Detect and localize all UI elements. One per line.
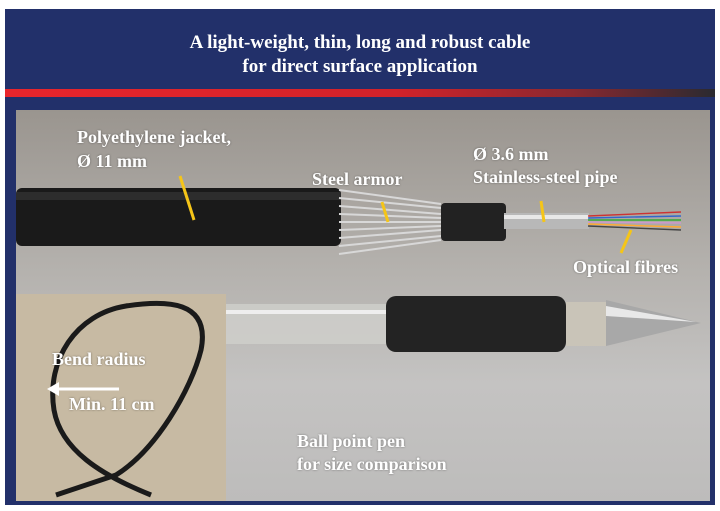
label-bend-line2: Min. 11 cm bbox=[69, 394, 155, 414]
inner-jacket bbox=[441, 203, 506, 241]
polyethylene-jacket bbox=[16, 188, 341, 246]
label-armor: Steel armor bbox=[312, 169, 403, 189]
label-pen-line2: for size comparison bbox=[297, 454, 447, 474]
optical-fibres bbox=[587, 211, 682, 231]
label-jacket-line1: Polyethylene jacket, bbox=[77, 127, 231, 147]
steel-armor bbox=[338, 189, 442, 255]
label-jacket-line2: Ø 11 mm bbox=[77, 151, 147, 171]
arrow-left-icon bbox=[47, 382, 119, 396]
pen-grip bbox=[386, 296, 566, 352]
bent-cable bbox=[50, 300, 205, 498]
label-pipe-line2: Stainless-steel pipe bbox=[473, 167, 618, 187]
label-fibres: Optical fibres bbox=[573, 257, 679, 277]
label-bend-line1: Bend radius bbox=[52, 349, 146, 369]
leader-lines bbox=[178, 175, 633, 254]
cable-photo: Polyethylene jacket, Ø 11 mm Steel armor… bbox=[16, 110, 710, 501]
slide: A light-weight, thin, long and robust ca… bbox=[5, 9, 715, 505]
slide-title-line1: A light-weight, thin, long and robust ca… bbox=[189, 32, 531, 53]
pen-tip bbox=[606, 300, 701, 346]
cable-illustration bbox=[16, 175, 701, 501]
red-stripe-divider bbox=[5, 89, 715, 97]
slide-title-line2: for direct surface application bbox=[242, 56, 478, 77]
label-pipe-line1: Ø 3.6 mm bbox=[473, 144, 549, 164]
label-pen-line1: Ball point pen bbox=[297, 431, 406, 451]
